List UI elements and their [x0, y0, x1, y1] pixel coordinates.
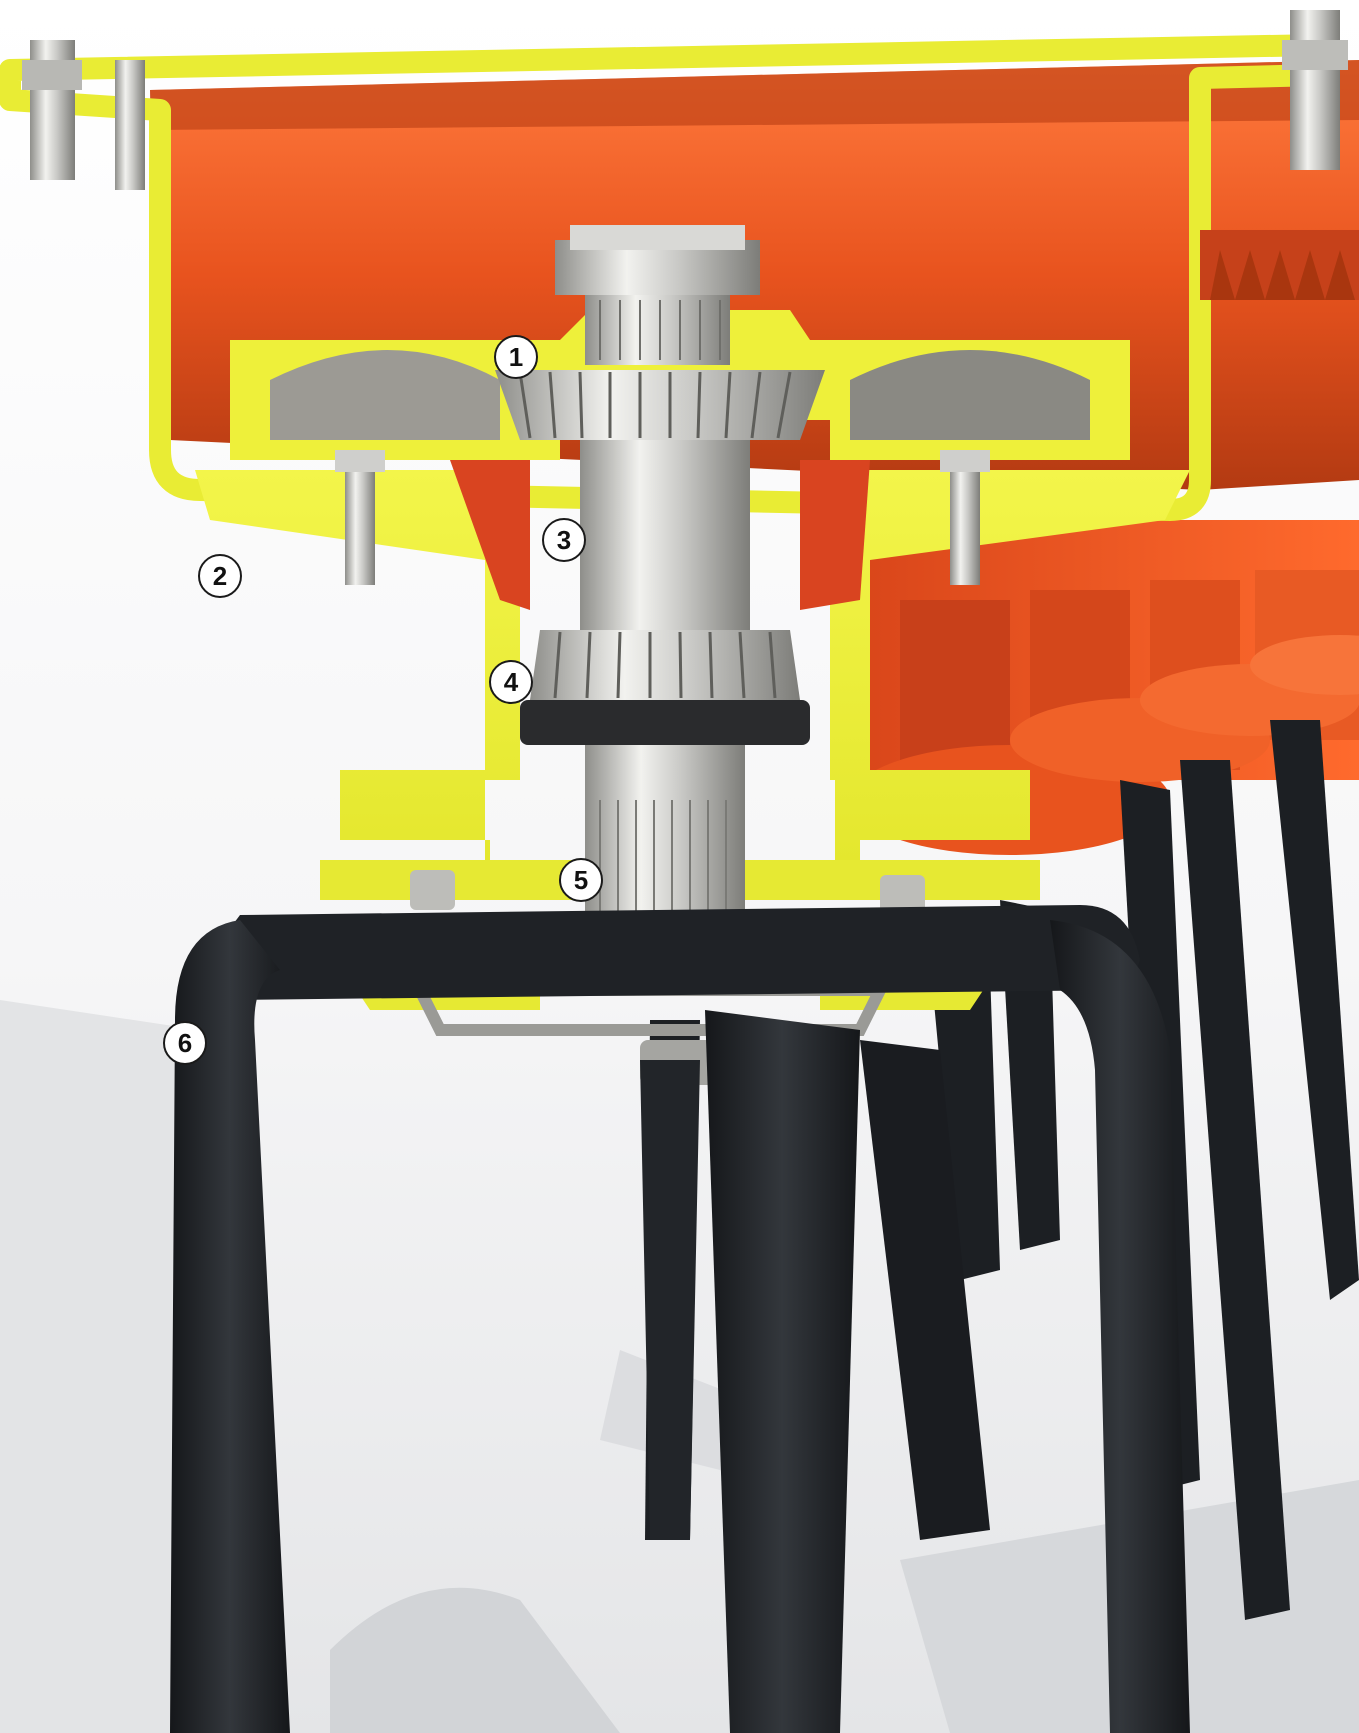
callout-5: 5 [559, 858, 603, 902]
callout-3: 3 [542, 518, 586, 562]
callout-2: 2 [198, 554, 242, 598]
rear-tines [645, 720, 1359, 1620]
callout-1: 1 [494, 335, 538, 379]
callout-6: 6 [163, 1021, 207, 1065]
callout-4: 4 [489, 660, 533, 704]
front-tine-carrier [170, 905, 1190, 1733]
rear-rotor-row [850, 520, 1359, 855]
frame-bolts [22, 10, 1348, 190]
